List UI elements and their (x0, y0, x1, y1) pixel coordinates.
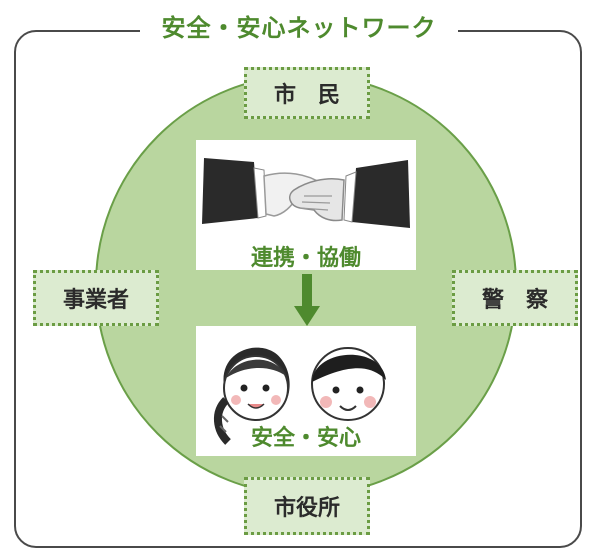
cooperation-panel: 連携・協働 (196, 140, 416, 270)
node-police: 警 察 (452, 270, 578, 326)
safety-panel: 安全・安心 (196, 326, 416, 456)
handshake-icon (202, 158, 410, 228)
network-title: 安全・安心ネットワーク (140, 10, 458, 46)
node-businesses: 事業者 (33, 270, 159, 326)
children-faces-icon (214, 347, 386, 445)
arrow-down-icon (294, 274, 320, 326)
node-citizens: 市 民 (244, 67, 370, 119)
safety-label: 安全・安心 (250, 426, 361, 451)
node-city-hall: 市役所 (244, 477, 370, 535)
cooperation-label: 連携・協働 (250, 246, 361, 270)
